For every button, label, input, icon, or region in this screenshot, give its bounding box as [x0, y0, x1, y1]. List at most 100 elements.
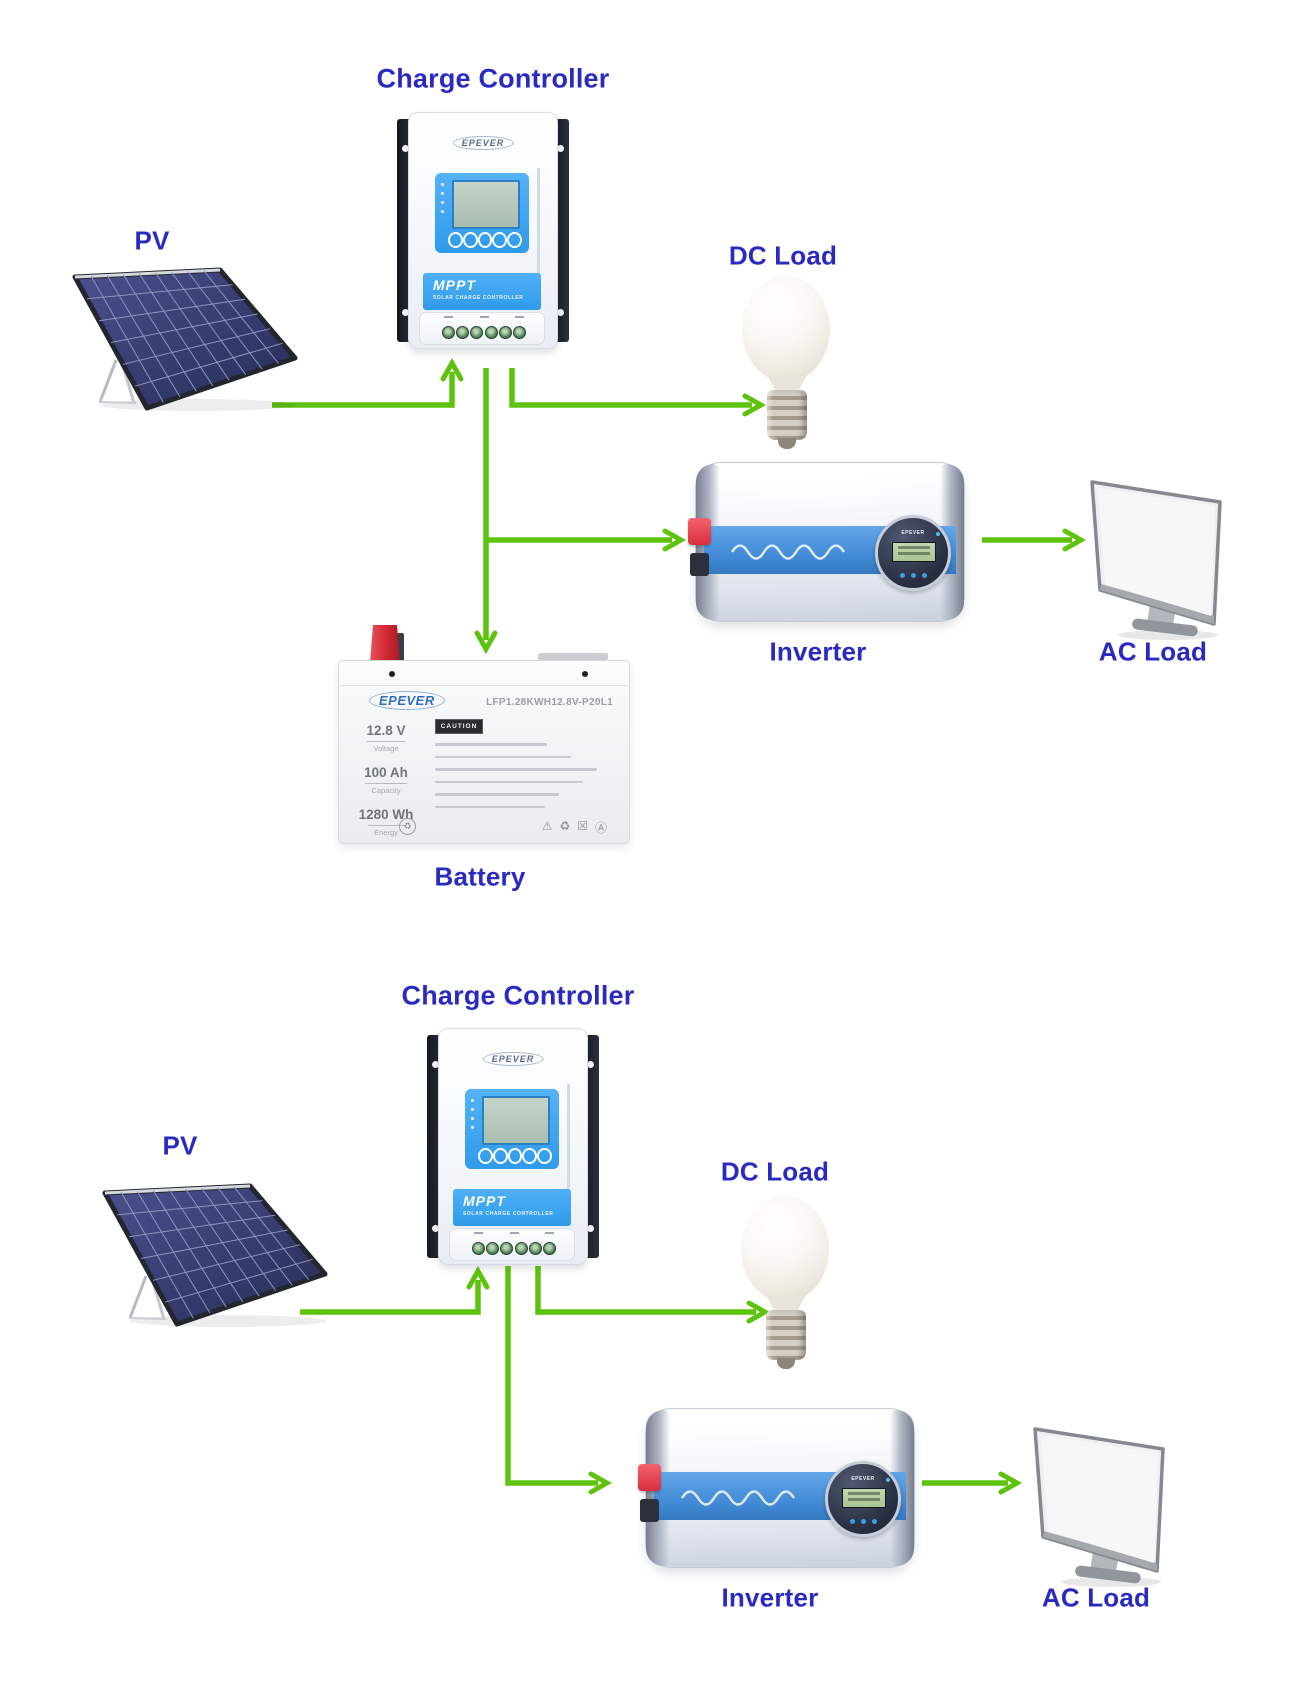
inverter-display: EPEVER [825, 1461, 901, 1537]
inverter-brand-label: EPEVER [851, 1476, 875, 1482]
button-icon [462, 232, 478, 248]
certification-icon: Ⓐ [594, 821, 607, 835]
terminal-icon [514, 1242, 528, 1255]
controller-body: EPEVER MPPT SOLAR CHARGE CONTROLLER [438, 1028, 588, 1265]
terminal-icon [442, 326, 455, 339]
spec-value: 1280 Wh [358, 807, 414, 822]
spec-value: 12.8 V [366, 723, 406, 738]
status-led-icons [471, 1099, 474, 1129]
battery-spec-voltage: 12.8 V Voltage [355, 723, 417, 756]
screw-hole-icon [432, 1061, 439, 1068]
pv-panel-bottom [100, 1178, 340, 1330]
vent-slot [537, 168, 540, 278]
button-icon [507, 1148, 523, 1164]
button-icon [921, 573, 927, 578]
screw-hole-icon [557, 309, 564, 316]
button-icon [448, 232, 463, 248]
label-inverter-bottom: Inverter [721, 1582, 819, 1613]
inverter-lcd [842, 1488, 886, 1508]
battery-terminal-shade [396, 633, 404, 663]
terminal-icon [470, 326, 484, 339]
dc-terminal-negative [690, 553, 709, 576]
charge-controller-device-top: EPEVER MPPT SOLAR CHARGE CONTROLLER [397, 112, 569, 349]
bulb-pin [777, 1358, 795, 1369]
recycle-icon: ♻ [399, 818, 416, 835]
dc-load-bulb-bottom [741, 1196, 831, 1369]
label-battery-top: Battery [434, 861, 526, 892]
vent-slot [567, 1084, 570, 1194]
battery-body: EPEVER LFP1.28KWH12.8V-P20L1 CAUTION 12.… [338, 660, 630, 844]
button-icon [899, 573, 905, 578]
terminal-icon [500, 1242, 514, 1255]
label-charge-controller-top: Charge Controller [376, 63, 610, 94]
bulb-globe [742, 276, 830, 382]
button-icon [492, 232, 508, 248]
lcd-screen [482, 1096, 550, 1145]
battery-specs: 12.8 V Voltage 100 Ah Capacity 1280 Wh E… [355, 723, 417, 849]
label-ac-load-top: AC Load [1098, 636, 1208, 667]
label-charge-controller-bottom: Charge Controller [401, 980, 635, 1011]
button-icon [522, 1148, 538, 1164]
arrow-controller-to-dcload-bottom [535, 1266, 756, 1312]
brand-logo: EPEVER [452, 136, 514, 150]
no-trash-icon: ☒ [577, 819, 588, 833]
terminal-icon [486, 1242, 500, 1255]
spec-value: 100 Ah [364, 765, 408, 780]
arrow-controller-to-inverter-bottom [505, 1266, 598, 1483]
brand-logo: EPEVER [482, 1052, 544, 1066]
pv-panel-top [70, 262, 310, 414]
ac-load-tv-top [1090, 480, 1222, 642]
power-led-icon [936, 532, 940, 536]
label-pv-top: PV [134, 225, 170, 256]
button-icon [507, 232, 522, 248]
inverter-buttons [828, 1519, 898, 1524]
display-panel [435, 173, 529, 253]
battery-device: EPEVER LFP1.28KWH12.8V-P20L1 CAUTION 12.… [338, 625, 630, 845]
screw-hole-icon [557, 145, 564, 152]
inverter-buttons [878, 573, 948, 578]
ac-load-tv-bottom [1033, 1427, 1165, 1589]
mppt-label: MPPT [433, 277, 476, 293]
power-led-icon [886, 1478, 890, 1482]
bulb-neck [766, 1296, 806, 1312]
screw-hole-icon [402, 309, 409, 316]
mppt-label: MPPT [463, 1193, 506, 1209]
battery-handle [538, 653, 608, 660]
button-icon [492, 1148, 508, 1164]
battery-brand-logo: EPEVER [369, 691, 445, 710]
terminal-icon [528, 1242, 542, 1255]
terminal-icon [498, 326, 512, 339]
screw-hole-icon [432, 1225, 439, 1232]
status-led-icons [441, 183, 444, 213]
button-icon [910, 573, 916, 578]
spec-label: Capacity [365, 783, 407, 795]
terminals [472, 1242, 556, 1255]
sine-wave-icon [730, 544, 846, 560]
screw-hole-icon [587, 1061, 594, 1068]
recycle-icon: ♻ [559, 819, 571, 833]
inverter-lcd [892, 542, 936, 562]
bulb-neck [767, 376, 807, 392]
dc-terminal-negative [640, 1499, 659, 1522]
label-pv-bottom: PV [162, 1130, 198, 1161]
battery-spec-capacity: 100 Ah Capacity [355, 765, 417, 798]
control-buttons [448, 232, 522, 248]
bulb-socket [766, 1310, 806, 1360]
screw-hole-icon [402, 145, 409, 152]
terminal-marks [474, 1232, 554, 1234]
battery-seam [341, 685, 627, 686]
terminals [442, 326, 526, 339]
control-buttons [478, 1148, 552, 1164]
screw-hole-icon [587, 1225, 594, 1232]
display-panel [465, 1089, 559, 1169]
screw-icon [389, 671, 395, 677]
dc-terminal-positive [688, 518, 711, 545]
label-inverter-top: Inverter [769, 636, 867, 667]
button-icon [478, 1148, 493, 1164]
dc-terminal-positive [638, 1464, 661, 1491]
mppt-sublabel: SOLAR CHARGE CONTROLLER [433, 295, 524, 301]
terminal-icon [542, 1242, 556, 1255]
battery-caution-badge: CAUTION [435, 719, 483, 734]
battery-spec-energy: 1280 Wh Energy [355, 807, 417, 840]
